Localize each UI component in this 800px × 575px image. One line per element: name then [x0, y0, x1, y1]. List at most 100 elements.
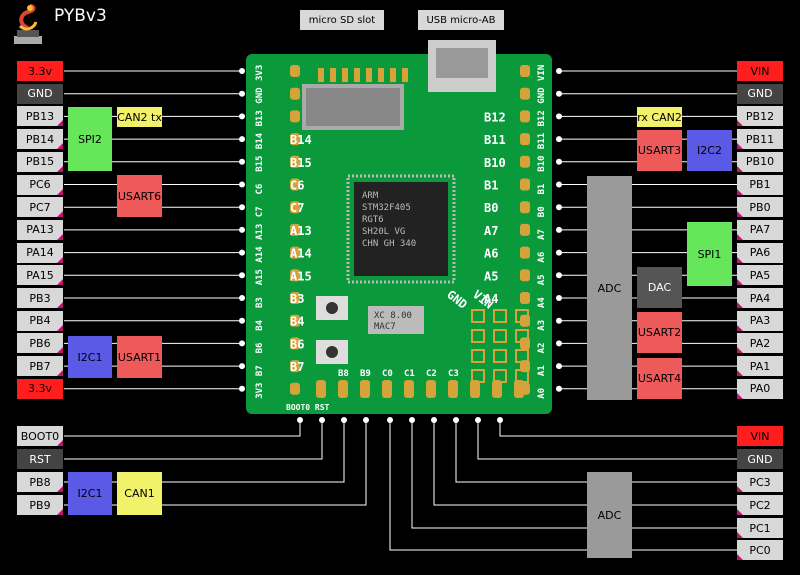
group-adc-right: ADC [587, 176, 632, 400]
bottom-header-pad [426, 380, 436, 398]
board-pin-label-left: C7 [255, 206, 265, 217]
bottom-left-pin-label: PB8 [17, 472, 63, 492]
left-pin-dot [239, 226, 245, 233]
board-pin-label-right: GND [537, 87, 547, 104]
group-adc-bottom: ADC [587, 472, 632, 558]
board-inner-label: B15 [290, 156, 312, 170]
bottom-right-wire [433, 422, 738, 506]
bottom-right-pin-label: PC2 [737, 495, 783, 515]
bottom-header-pad [514, 380, 524, 398]
left-pin-dot [239, 363, 245, 370]
bottom-pin-dot [387, 417, 393, 423]
group-usart2: USART2 [637, 312, 682, 353]
chip-marking: RGT6 [362, 215, 384, 225]
right-pin-label: PA1 [737, 356, 783, 377]
header-pad [402, 68, 408, 82]
left-header-pad [290, 87, 300, 100]
crystal-marking: XC 8.00 [374, 311, 412, 321]
chip-marking: SH20L VG [362, 227, 405, 237]
board-pin-label-right: A0 [537, 388, 547, 399]
left-pin-dot [239, 249, 245, 256]
bottom-right-wire [389, 422, 738, 551]
right-header-pad [520, 337, 530, 350]
right-pin-dot [556, 68, 562, 74]
left-pin-dot [239, 295, 245, 301]
right-pin-label: GND [737, 83, 783, 104]
left-header-pad [290, 360, 300, 373]
board-bottom-label: B8 [338, 369, 349, 379]
board-bottom-label: B9 [360, 369, 371, 379]
board-pin-label-left: B14 [255, 132, 265, 149]
header-pad [342, 68, 348, 82]
board-pin-label-right: A1 [537, 365, 547, 376]
board-pin-label-left: C6 [255, 184, 265, 195]
right-pin-dot [556, 226, 562, 233]
left-pin-label: PB13 [17, 106, 63, 127]
bottom-left-pin-label: RST [17, 449, 63, 469]
label-usb-micro-ab: USB micro-AB [418, 10, 504, 30]
python-snake-logo-icon [14, 4, 42, 44]
right-pin-label: PA4 [737, 288, 783, 308]
board-pin-label-right: A6 [537, 252, 547, 263]
board-inner-label: B4 [290, 315, 304, 329]
bottom-header-pad [382, 380, 392, 398]
left-header-pad [290, 314, 300, 327]
left-pin-dot [239, 158, 245, 165]
right-pin-dot [556, 90, 562, 97]
board-pin-label-right: B0 [537, 206, 547, 217]
group-spi1: SPI1 [687, 222, 732, 286]
group-can2-tx: CAN2 tx [117, 107, 162, 127]
board-inner-label: A13 [290, 224, 312, 238]
left-header-pad [290, 269, 300, 282]
header-pad [378, 68, 384, 82]
board-inner-label: A5 [484, 269, 498, 283]
right-pin-dot [556, 317, 562, 324]
left-pin-dot [239, 385, 245, 392]
bottom-pin-dot [497, 417, 503, 423]
left-pin-label: PA15 [17, 265, 63, 286]
left-header-pad [290, 337, 300, 350]
bottom-header-pad [360, 380, 370, 398]
bottom-header-pad [470, 380, 480, 398]
board-pin-label-right: A4 [537, 297, 547, 308]
bottom-header-pad [404, 380, 414, 398]
board-bottom-label: C2 [426, 369, 437, 379]
right-header-pad [520, 314, 530, 327]
bottom-left-pin-label: PB9 [17, 495, 63, 515]
group-usart6: USART6 [117, 175, 162, 217]
left-pin-dot [239, 136, 245, 143]
group-rx-can2: rx CAN2 [637, 107, 682, 127]
header-pad [354, 68, 360, 82]
board-inner-label: A14 [290, 247, 312, 261]
left-pin-label: PB6 [17, 333, 63, 354]
left-pin-label: PA13 [17, 219, 63, 240]
bottom-right-pin-label: PC3 [737, 472, 783, 492]
board-pin-label-right: VIN [537, 65, 547, 81]
right-pin-dot [556, 113, 562, 120]
rst-button-cap [326, 346, 338, 358]
left-header-pad [290, 292, 300, 304]
right-pin-dot [556, 340, 562, 347]
bottom-right-wire [477, 422, 738, 460]
bottom-right-pin-label: VIN [737, 426, 783, 446]
left-pin-dot [239, 340, 245, 347]
bottom-right-wire [499, 422, 738, 437]
board-inner-label: B10 [484, 156, 506, 170]
right-header-pad [520, 87, 530, 100]
bottom-left-pin-label: BOOT0 [17, 426, 63, 446]
diagram-title: PYBv3 [54, 6, 107, 26]
mcu-chip [354, 182, 448, 276]
right-pin-label: PA3 [737, 310, 783, 331]
bottom-pin-dot [297, 417, 303, 423]
board-pin-label-left: B3 [255, 297, 265, 308]
board-pin-label-left: GND [255, 87, 265, 104]
bottom-pin-dot [409, 417, 415, 423]
header-pad [318, 68, 324, 82]
board-inner-label: A4 [484, 292, 498, 306]
board-inner-label: B1 [484, 179, 498, 193]
bottom-right-wire [411, 422, 738, 529]
chip-marking: STM32F405 [362, 203, 411, 213]
bottom-header-pad [316, 380, 326, 398]
